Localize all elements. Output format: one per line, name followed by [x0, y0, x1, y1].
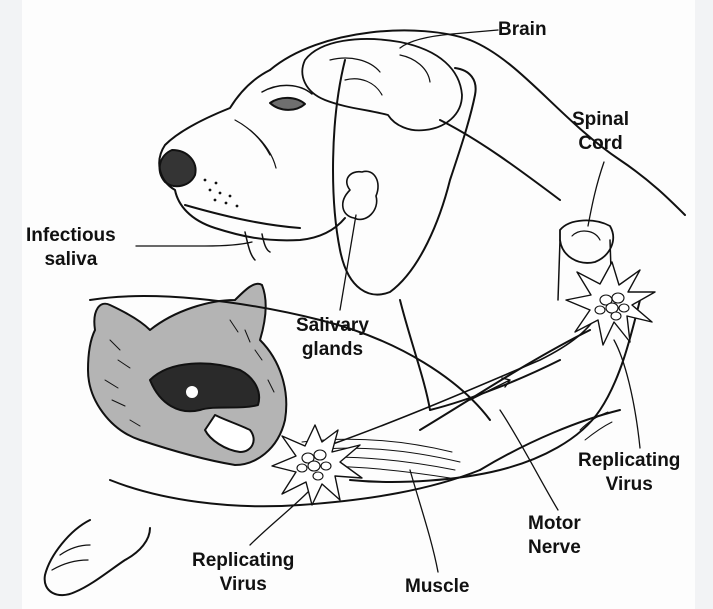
- label-spinal-cord: Spinal Cord: [572, 108, 629, 156]
- label-brain-text: Brain: [498, 18, 547, 42]
- virus-burst-spinal: [566, 262, 655, 345]
- motor-nerve: [330, 310, 600, 445]
- label-salivary-glands-line2: glands: [296, 338, 369, 362]
- label-motor-nerve: Motor Nerve: [528, 512, 581, 560]
- label-salivary-glands-line1: Salivary: [296, 314, 369, 338]
- whisker-dots: [204, 179, 239, 208]
- label-spinal-cord-line2: Cord: [572, 132, 629, 156]
- label-infectious-saliva-line1: Infectious: [26, 224, 116, 248]
- dog-neck-line: [440, 120, 560, 200]
- label-brain: Brain: [498, 18, 547, 42]
- leader-spinal-cord: [588, 162, 604, 226]
- salivary-gland: [343, 171, 378, 219]
- dog-mouth: [185, 205, 300, 228]
- label-motor-nerve-line1: Motor: [528, 512, 581, 536]
- label-motor-nerve-line2: Nerve: [528, 536, 581, 560]
- raccoon-figure: [88, 284, 286, 465]
- label-salivary-glands: Salivary glands: [296, 314, 369, 362]
- dog-eye: [270, 98, 305, 110]
- label-replicating-virus-right-line1: Replicating: [578, 449, 680, 473]
- leader-motor-nerve: [500, 410, 558, 510]
- dog-chest-outline: [400, 300, 430, 410]
- dog-brain: [302, 39, 462, 130]
- label-replicating-virus-right: Replicating Virus: [578, 449, 680, 497]
- leader-replicating-virus-right: [614, 340, 640, 448]
- spinal-cord-section: [560, 220, 613, 262]
- label-replicating-virus-bottom: Replicating Virus: [192, 549, 294, 597]
- virus-burst-bite: [272, 425, 362, 505]
- dog-ear: [333, 60, 476, 295]
- raccoon-mask: [150, 363, 259, 411]
- hand-outline: [45, 520, 150, 595]
- label-spinal-cord-line1: Spinal: [572, 108, 629, 132]
- label-replicating-virus-bottom-line2: Virus: [192, 573, 294, 597]
- label-replicating-virus-bottom-line1: Replicating: [192, 549, 294, 573]
- dog-nose: [160, 150, 196, 186]
- raccoon-eye: [187, 387, 197, 397]
- label-infectious-saliva-line2: saliva: [26, 248, 116, 272]
- leader-infectious-saliva: [136, 242, 252, 246]
- label-replicating-virus-right-line2: Virus: [578, 473, 680, 497]
- label-muscle: Muscle: [405, 575, 469, 599]
- leader-replicating-virus-bottom: [250, 492, 308, 545]
- label-infectious-saliva: Infectious saliva: [26, 224, 116, 272]
- label-muscle-text: Muscle: [405, 575, 469, 599]
